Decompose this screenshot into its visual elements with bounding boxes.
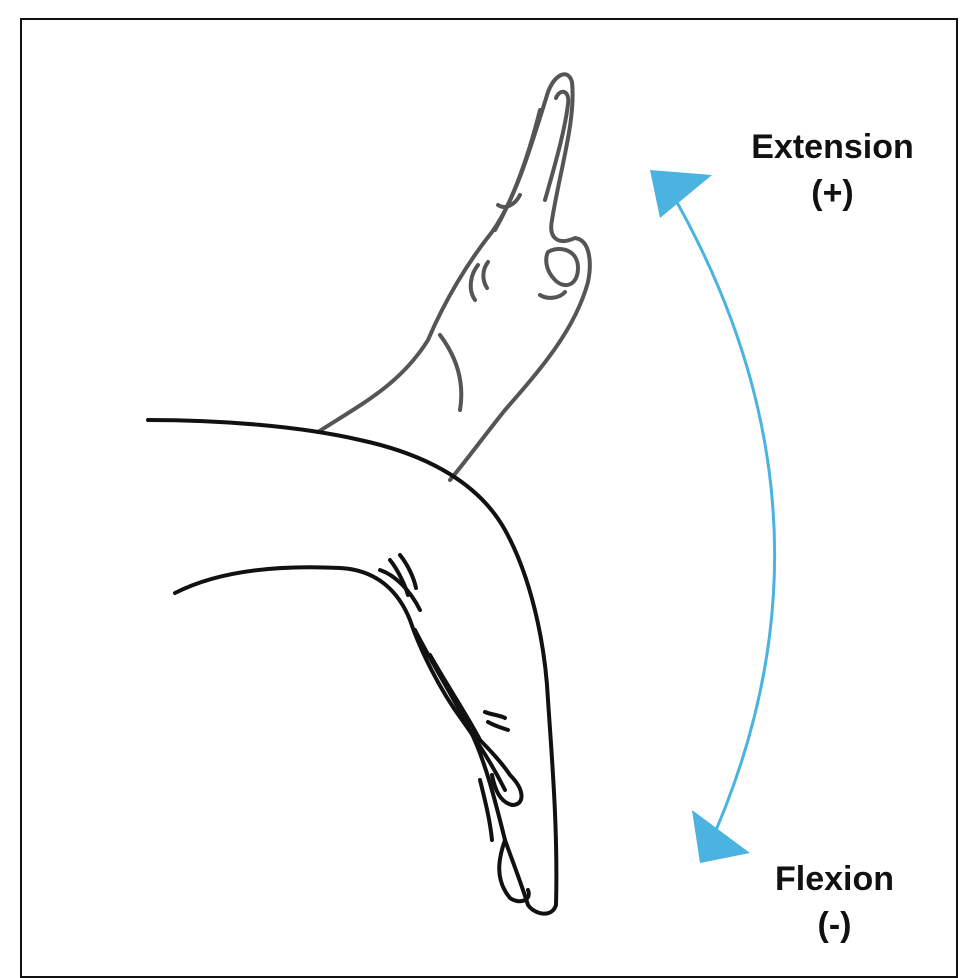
extension-text: Extension xyxy=(730,125,935,171)
flexion-label: Flexion (-) xyxy=(752,857,917,949)
extended-hand xyxy=(318,74,590,480)
flexion-sign: (-) xyxy=(752,903,917,949)
flexed-hand xyxy=(148,420,556,914)
arrow-arc xyxy=(670,190,775,855)
extension-label: Extension (+) xyxy=(730,125,935,217)
flexion-text: Flexion xyxy=(752,857,917,903)
extension-sign: (+) xyxy=(730,171,935,217)
range-of-motion-arrow xyxy=(650,170,775,863)
